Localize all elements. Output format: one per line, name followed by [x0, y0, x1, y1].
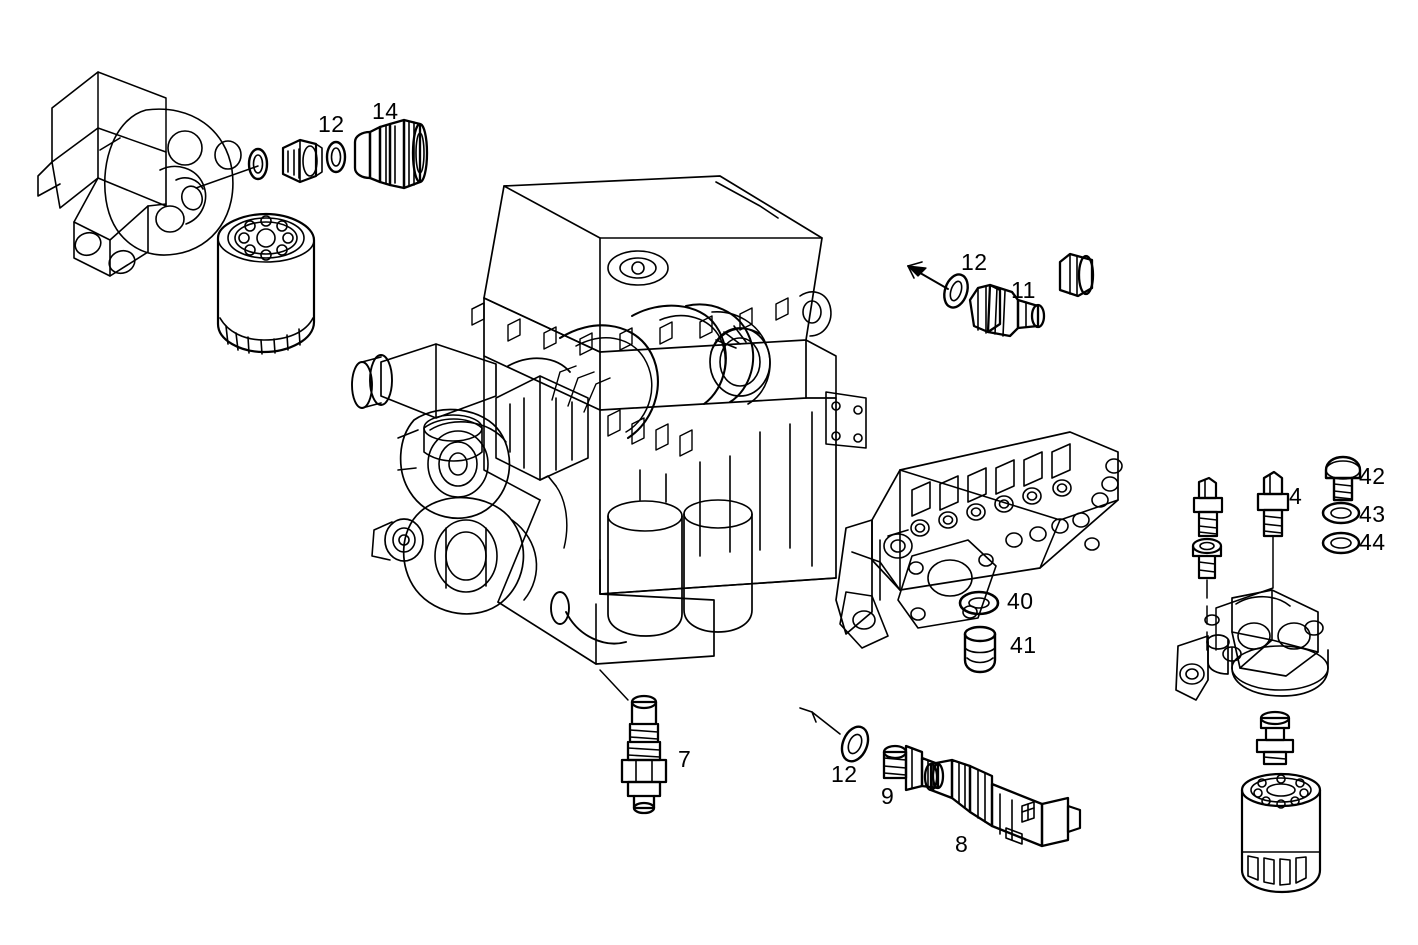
- fuel-filter-head: [1175, 589, 1329, 701]
- adapter-nipple-9: [882, 744, 945, 792]
- rubber-plug-41: [963, 625, 997, 674]
- oil-filter-housing: [37, 71, 259, 277]
- sealing-ring-12c: [799, 707, 870, 763]
- callout-7: 7: [678, 746, 692, 772]
- callout-40: 40: [1007, 588, 1034, 614]
- callout-9: 9: [881, 783, 895, 809]
- fuel-filter-cartridge: [1240, 772, 1322, 894]
- callout-14: 14: [372, 98, 399, 124]
- union-screw-4: [1256, 470, 1290, 538]
- union-fitting-left: [1192, 476, 1224, 538]
- o-ring-40: [958, 590, 1000, 616]
- callout-11: 11: [1011, 277, 1036, 303]
- sealing-ring-12a: [325, 140, 347, 174]
- sealing-washer-44: [1321, 531, 1361, 555]
- oil-filter-cartridge: [216, 212, 316, 355]
- housing-sealing-ring: [247, 147, 269, 181]
- callout-12-top-right: 12: [961, 249, 988, 275]
- callout-43: 43: [1359, 501, 1386, 527]
- pressure-sensor-group: [907, 252, 1095, 338]
- temperature-sensor-7: [599, 669, 668, 815]
- callout-12-bottom: 12: [831, 761, 858, 787]
- coolant-temp-switch-8: [923, 758, 1082, 848]
- callout-4: 4: [1289, 483, 1303, 509]
- screw-in-fitting: [281, 138, 323, 184]
- filter-center-nipple: [1255, 710, 1295, 766]
- banjo-bolt-42: [1324, 455, 1362, 502]
- callout-42: 42: [1359, 463, 1386, 489]
- callout-41: 41: [1010, 632, 1037, 658]
- banjo-bolt-lower-left: [1191, 537, 1223, 580]
- engine-block: [351, 175, 867, 665]
- callout-8: 8: [955, 831, 969, 857]
- sealing-washer-43: [1321, 501, 1361, 525]
- callout-44: 44: [1359, 529, 1386, 555]
- sensor-switch-14: [353, 118, 429, 190]
- oil-cooler-housing: [835, 431, 1123, 649]
- callout-12-top-left: 12: [318, 111, 345, 137]
